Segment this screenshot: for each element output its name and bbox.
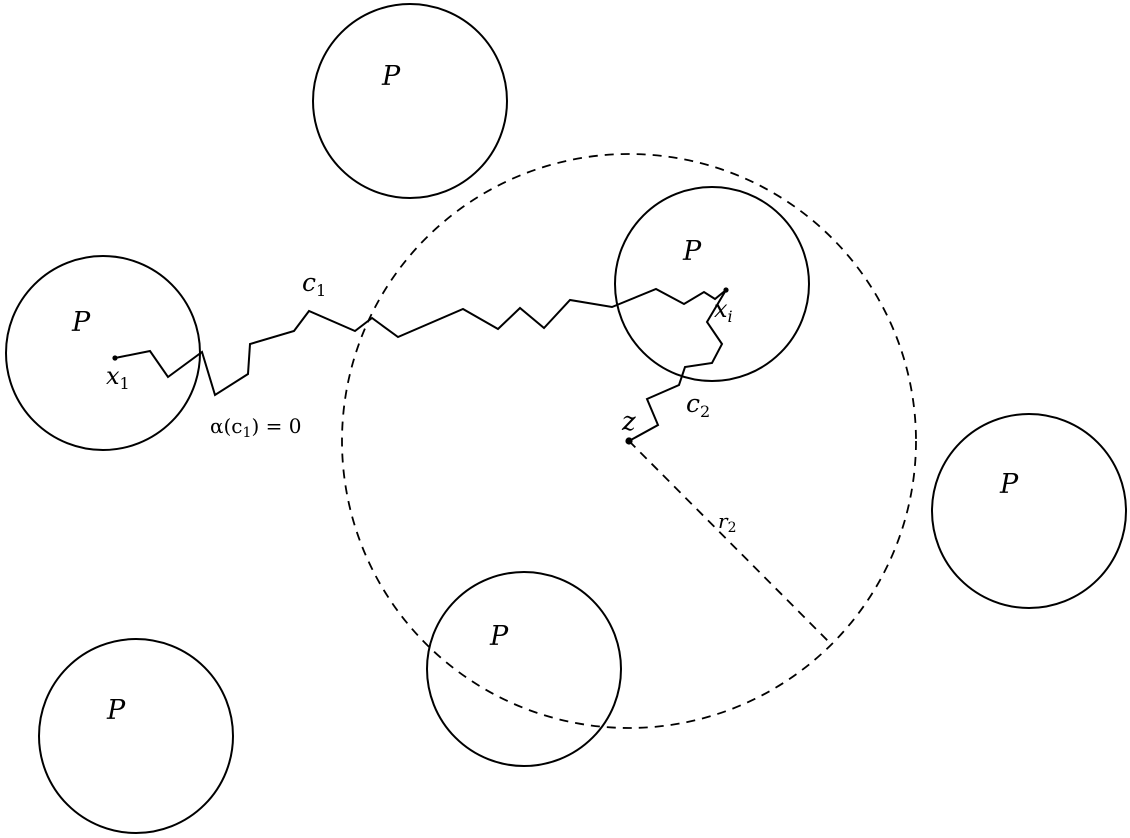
dashed-ball <box>341 153 917 729</box>
curve-c1 <box>114 287 727 397</box>
obstacle-label-right: P <box>999 469 1019 500</box>
point-x1 <box>112 355 118 361</box>
obstacle-label-bottom-center: P <box>489 621 509 652</box>
obstacle-disk-center-right <box>614 186 810 382</box>
obstacle-label-top: P <box>381 61 401 92</box>
obstacle-disk-bottom-left <box>38 638 234 834</box>
obstacle-label-left: P <box>71 307 91 338</box>
point-xi <box>723 287 729 293</box>
label-c1: c1 <box>302 268 326 300</box>
obstacle-disk-top <box>312 3 508 199</box>
obstacle-label-center-right: P <box>682 236 702 267</box>
annotation-alpha: α(c1) = 0 <box>210 414 301 441</box>
obstacle-disk-left <box>5 255 201 451</box>
radius-line <box>628 440 832 645</box>
label-x1: x1 <box>106 362 130 393</box>
obstacle-disk-right <box>931 413 1127 609</box>
obstacle-label-bottom-left: P <box>106 695 126 726</box>
label-c2: c2 <box>686 389 710 421</box>
point-z <box>625 437 633 445</box>
curve-c2 <box>628 289 727 442</box>
label-r2: r2 <box>718 509 736 536</box>
label-z: z <box>621 407 636 437</box>
obstacle-disk-bottom-center <box>426 571 622 767</box>
label-xi: xi <box>714 295 733 326</box>
